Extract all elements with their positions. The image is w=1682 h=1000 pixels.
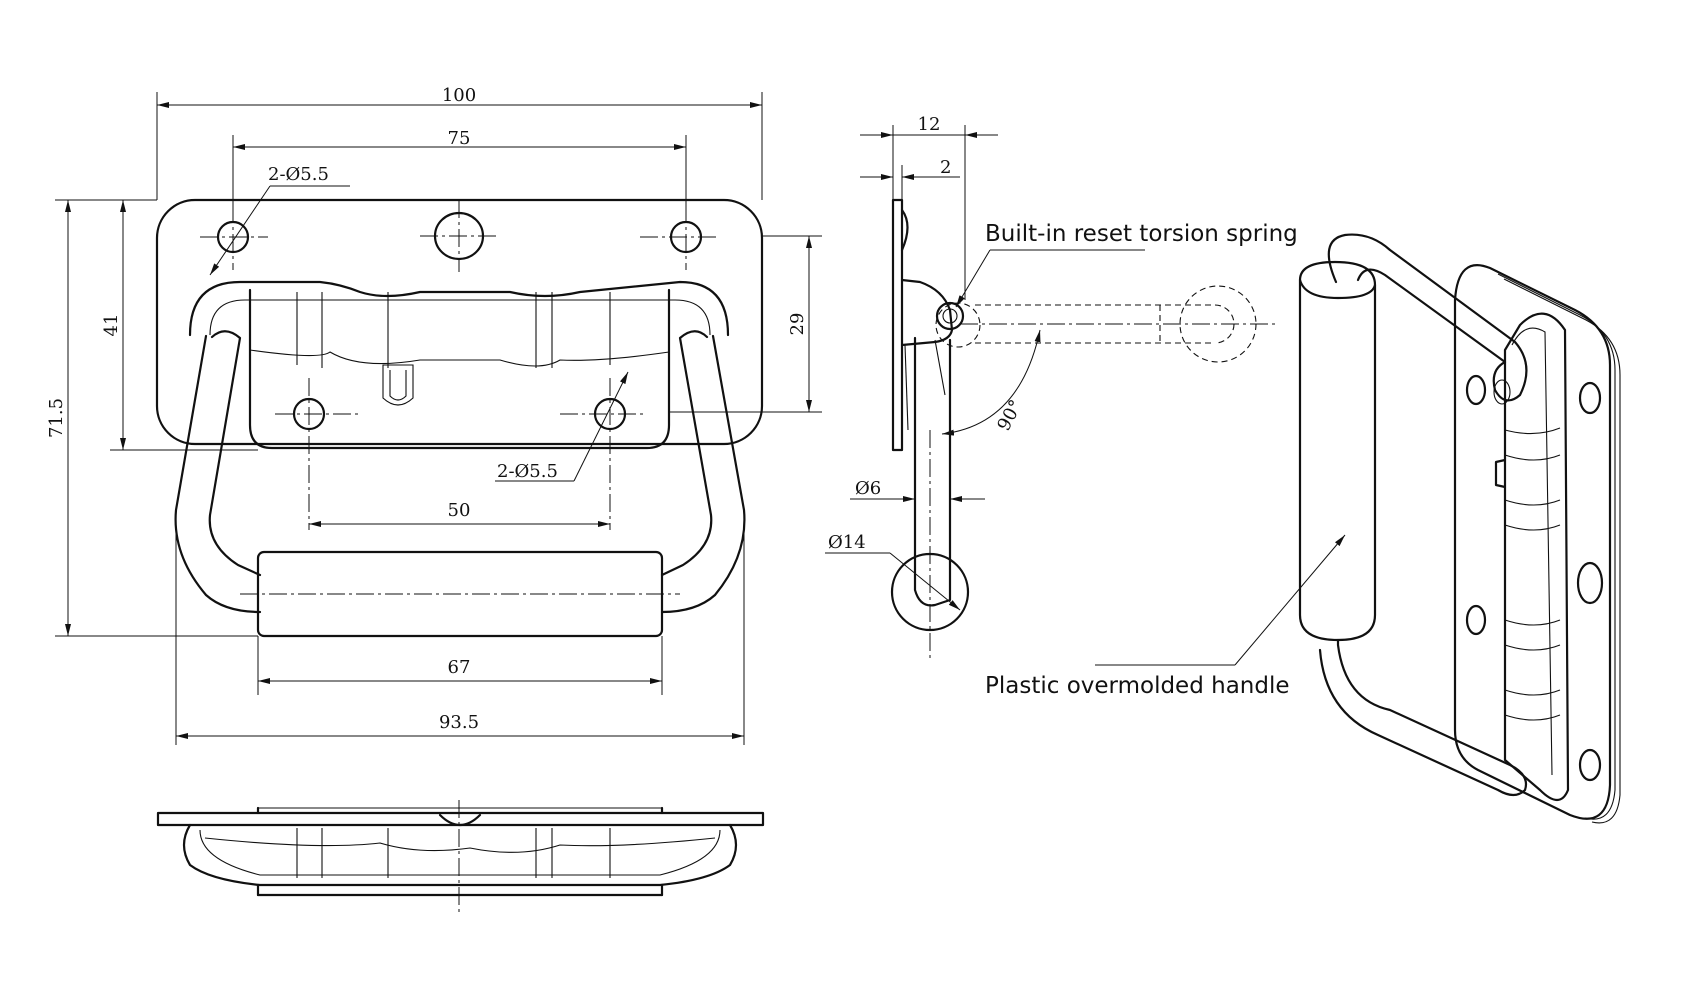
mounting-hole-top-center [420, 200, 498, 272]
dim-angle: 90° [993, 396, 1027, 434]
dim-plate-thickness: 2 [940, 157, 951, 178]
dim-plate-height: 41 [101, 314, 122, 337]
mounting-hole-top-right [640, 205, 720, 270]
iso-wire-bottom [1318, 638, 1528, 797]
iso-plastic-grip [1298, 260, 1377, 642]
dim-depth: 12 [918, 114, 941, 135]
mounting-hole-top-left [200, 205, 268, 270]
dim-lower-hole-spacing: 50 [448, 500, 471, 521]
bottom-cup [182, 823, 738, 887]
recess-rim [188, 280, 730, 337]
dim-top-holes: 2-Ø5.5 [268, 164, 329, 185]
dim-handle-span: 93.5 [439, 712, 479, 733]
isometric-view [1298, 233, 1621, 824]
side-plate [891, 198, 904, 452]
mounting-hole-bottom-right [560, 378, 645, 530]
iso-back-plate [1453, 263, 1612, 820]
dim-overall-width: 100 [442, 85, 476, 106]
bottom-view [156, 800, 765, 912]
bottom-plate [156, 811, 765, 827]
side-view: 90° [890, 198, 1275, 660]
dim-recess-height: 29 [787, 313, 808, 336]
front-dimensions: 100 75 2-Ø5.5 2-Ø5.5 50 67 93.5 71.5 [46, 85, 822, 745]
callout-handle: Plastic overmolded handle [985, 534, 1346, 699]
dim-hole-spacing: 75 [448, 128, 471, 149]
dim-total-height: 71.5 [46, 398, 67, 438]
side-rotated-handle-hidden [960, 285, 1275, 363]
side-dimensions: 12 2 Ø6 Ø14 [825, 114, 998, 611]
key-slot [382, 364, 414, 406]
side-pivot [935, 301, 981, 348]
dim-grip-length: 67 [448, 657, 471, 678]
bottom-ribs [296, 828, 611, 878]
handle-callout-label: Plastic overmolded handle [985, 673, 1290, 699]
iso-ribs [1504, 427, 1561, 721]
dim-wire-diameter: Ø6 [855, 478, 881, 499]
rib-lines [249, 292, 670, 368]
front-view [155, 198, 764, 638]
wire-handle [174, 330, 746, 614]
callout-spring: Built-in reset torsion spring [955, 221, 1298, 308]
recess-cup-outline [248, 288, 671, 450]
dim-grip-diameter: Ø14 [828, 532, 866, 553]
side-handle-arm [913, 336, 952, 607]
iso-cup [1503, 312, 1570, 802]
mounting-hole-bottom-left [275, 378, 360, 530]
plastic-grip [240, 550, 680, 638]
dim-bottom-holes: 2-Ø5.5 [497, 461, 558, 482]
spring-callout-label: Built-in reset torsion spring [985, 221, 1298, 247]
iso-wire-top [1327, 233, 1528, 402]
